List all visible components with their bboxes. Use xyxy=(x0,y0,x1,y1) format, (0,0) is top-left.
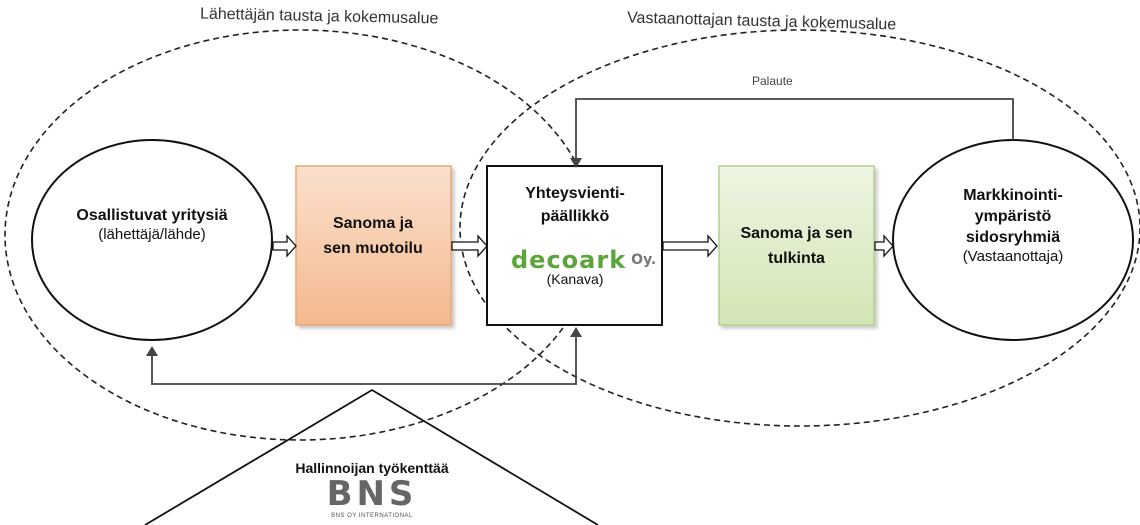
channel-box xyxy=(486,165,663,326)
feedback-line xyxy=(575,98,1014,160)
flow-arrow-4 xyxy=(874,234,894,258)
channel-title: Yhteysvienti-päällikkö xyxy=(525,185,625,226)
source-subtitle: (lähettäjä/lähde) xyxy=(98,226,206,243)
source-node: Osallistuvat yritysiä (lähettäjä/lähde) xyxy=(62,206,242,245)
admin-feedback-line xyxy=(151,335,577,385)
interpretation-label: Sanoma ja sen tulkinta xyxy=(740,225,853,267)
flow-arrow-2 xyxy=(451,234,488,258)
interpretation-box xyxy=(718,165,875,326)
decoark-logo: decoark Oy. xyxy=(511,246,656,274)
receiver-title: Markkinointi-ympäristö sidosryhmiä xyxy=(963,187,1063,246)
decoark-logo-suffix: Oy. xyxy=(631,252,657,268)
source-title: Osallistuvat yritysiä xyxy=(76,207,228,224)
message-label: Sanoma ja sen muotoilu xyxy=(323,215,423,257)
bns-logo-text: BNS xyxy=(326,474,418,514)
flow-arrow-3 xyxy=(662,234,718,258)
feedback-arrowhead xyxy=(570,158,582,168)
decoark-logo-text: decoark xyxy=(511,246,627,274)
receiver-subtitle: (Vastaanottaja) xyxy=(962,248,1064,266)
admin-triangle xyxy=(144,388,599,525)
admin-arrowhead-left xyxy=(146,346,158,356)
bns-logo: BNS BNS OY INTERNATIONAL xyxy=(322,476,422,520)
feedback-label: Palaute xyxy=(752,74,793,88)
admin-arrowhead-right xyxy=(570,327,582,337)
flow-arrow-1 xyxy=(272,234,297,258)
channel-node: Yhteysvienti-päällikkö xyxy=(495,182,655,228)
channel-subtitle: (Kanava) xyxy=(546,271,604,287)
source-node-circle xyxy=(31,139,273,341)
bns-logo-caption: BNS OY INTERNATIONAL xyxy=(331,513,413,519)
admin-title: Hallinnoijan työkenttää xyxy=(295,460,449,476)
receiver-node: Markkinointi-ympäristö sidosryhmiä (Vast… xyxy=(930,186,1096,267)
